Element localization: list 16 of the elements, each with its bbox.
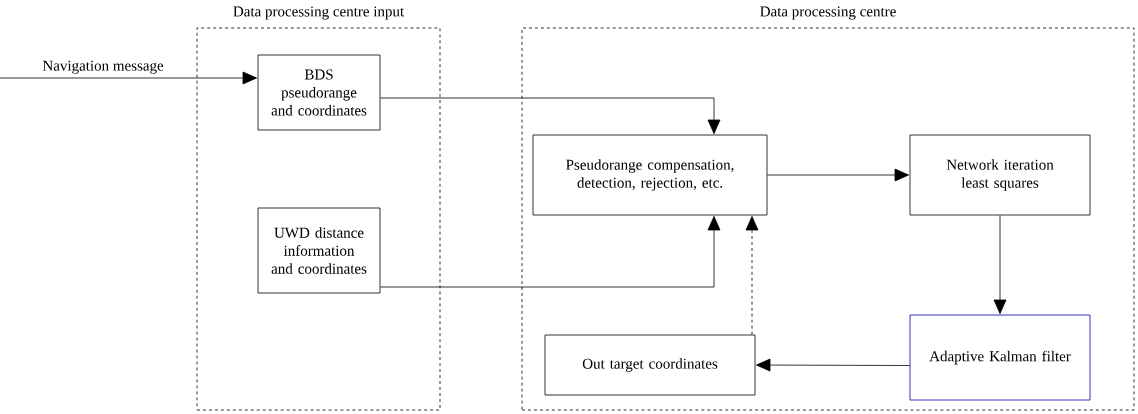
node-label: Data processing centre: [760, 6, 896, 20]
arrow: [380, 97, 721, 134]
arrow: [756, 358, 910, 372]
process-box: Adaptive Kalman filter: [909, 314, 1091, 401]
edge-label: Navigation message: [42, 60, 164, 74]
arrow: [993, 215, 1007, 314]
node-label: Data processing centre input: [233, 6, 405, 20]
arrow: [380, 216, 721, 288]
process-box: Out target coordinates: [544, 334, 756, 396]
process-box: BDS pseudorange and coordinates: [257, 54, 381, 131]
arrow: [0, 71, 257, 85]
process-box: UWD distance information and coordinates: [257, 207, 381, 294]
arrow: [767, 168, 909, 182]
process-box: Pseudorange compensation, detection, rejection, etc.: [532, 134, 768, 216]
process-box: Network iteration least squares: [909, 134, 1091, 216]
arrow: [745, 216, 759, 335]
